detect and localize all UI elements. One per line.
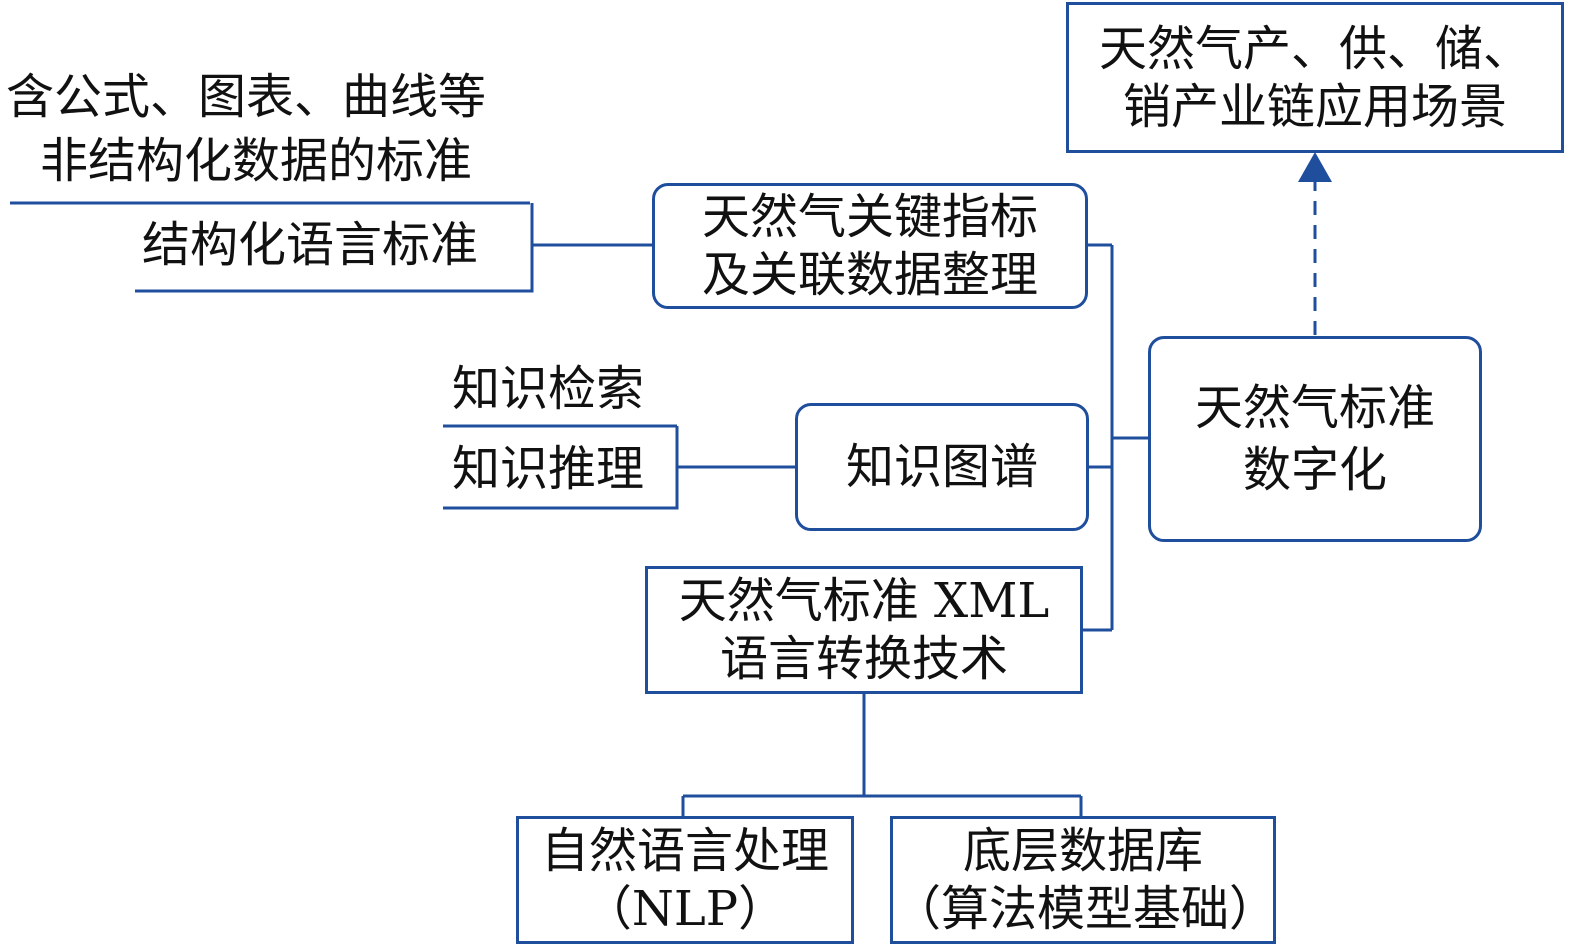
center-line2: 数字化 [1242, 442, 1387, 498]
arrow-head-icon [1298, 152, 1332, 182]
xml-line1: 天然气标准 XML [678, 573, 1050, 629]
key-indicators-box: 天然气关键指标 及关联数据整理 [652, 183, 1088, 309]
kpi-line1: 天然气关键指标 [701, 189, 1038, 245]
structured-bracket [135, 203, 534, 293]
kpi-line2: 及关联数据整理 [701, 247, 1038, 303]
knowledge-graph-box: 知识图谱 [795, 403, 1089, 531]
structured-label: 结构化语言标准 [142, 217, 479, 273]
database-box: 底层数据库 （算法模型基础） [890, 816, 1278, 944]
db-line2: （算法模型基础） [893, 881, 1278, 937]
industry-chain-line1: 天然气产、供、储、 [1098, 20, 1531, 77]
nlp-line1: 自然语言处理 [540, 823, 829, 879]
reasoning-bracket [443, 426, 679, 510]
nlp-line2: （NLP） [583, 881, 787, 937]
unstructured-label-line2: 非结构化数据的标准 [40, 133, 473, 189]
xml-conversion-box: 天然气标准 XML 语言转换技术 [645, 566, 1083, 694]
xml-line2: 语言转换技术 [719, 631, 1008, 687]
center-line1: 天然气标准 [1194, 380, 1435, 436]
reasoning-label: 知识推理 [452, 441, 645, 497]
retrieval-label: 知识检索 [452, 361, 645, 417]
kg-text: 知识图谱 [845, 439, 1038, 495]
db-line1: 底层数据库 [962, 823, 1203, 879]
gas-standard-digitalization-box: 天然气标准 数字化 [1148, 336, 1482, 542]
unstructured-label-line1: 含公式、图表、曲线等 [6, 69, 487, 125]
industry-chain-scenario-box: 天然气产、供、储、 销产业链应用场景 [1066, 2, 1564, 153]
industry-chain-line2: 销产业链应用场景 [1122, 78, 1507, 135]
nlp-box: 自然语言处理 （NLP） [516, 816, 854, 944]
